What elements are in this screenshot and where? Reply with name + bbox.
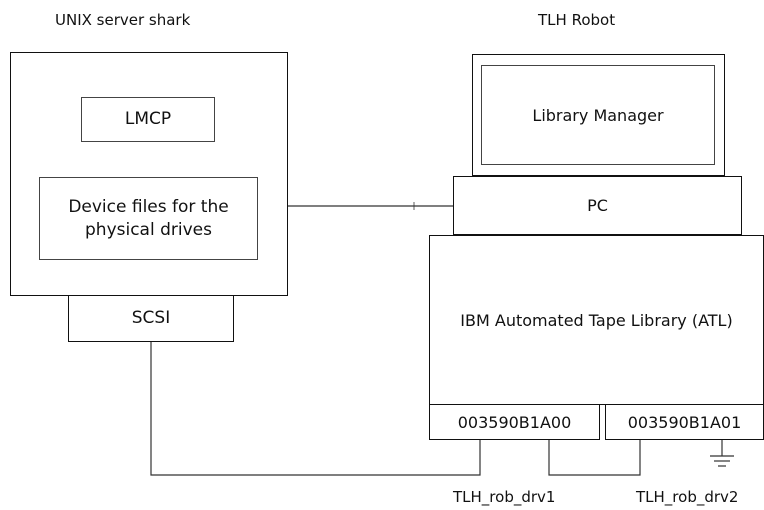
unix-server-box: LMCP Device files for the physical drive… [10,52,288,296]
drive1-id: 003590B1A00 [457,412,572,432]
monitor-box: Library Manager [472,54,725,176]
drive2-box: 003590B1A01 [605,404,764,440]
robot-title: TLH Robot [538,11,616,29]
scsi-bus-wire [150,342,481,476]
scsi-box: SCSI [68,295,234,342]
pc-label: PC [587,196,608,215]
pc-box: PC [453,176,742,235]
lmcp-box: LMCP [81,97,215,142]
lmcp-label: LMCP [124,109,172,129]
device-files-box: Device files for the physical drives [39,177,258,260]
drive2-name: TLH_rob_drv2 [636,488,739,506]
library-manager-box: Library Manager [481,65,715,165]
atl-label-wrap: IBM Automated Tape Library (ATL) [430,236,763,404]
atl-box: IBM Automated Tape Library (ATL) [429,235,764,405]
atl-label: IBM Automated Tape Library (ATL) [460,310,733,330]
drive-chain-wire [548,440,641,476]
scsi-label: SCSI [131,308,171,328]
device-files-label: Device files for the physical drives [68,196,229,240]
drive1-name: TLH_rob_drv1 [453,488,556,506]
server-title: UNIX server shark [55,11,191,29]
drive2-id: 003590B1A01 [627,412,742,432]
library-manager-label: Library Manager [532,105,664,125]
drive1-box: 003590B1A00 [429,404,600,440]
